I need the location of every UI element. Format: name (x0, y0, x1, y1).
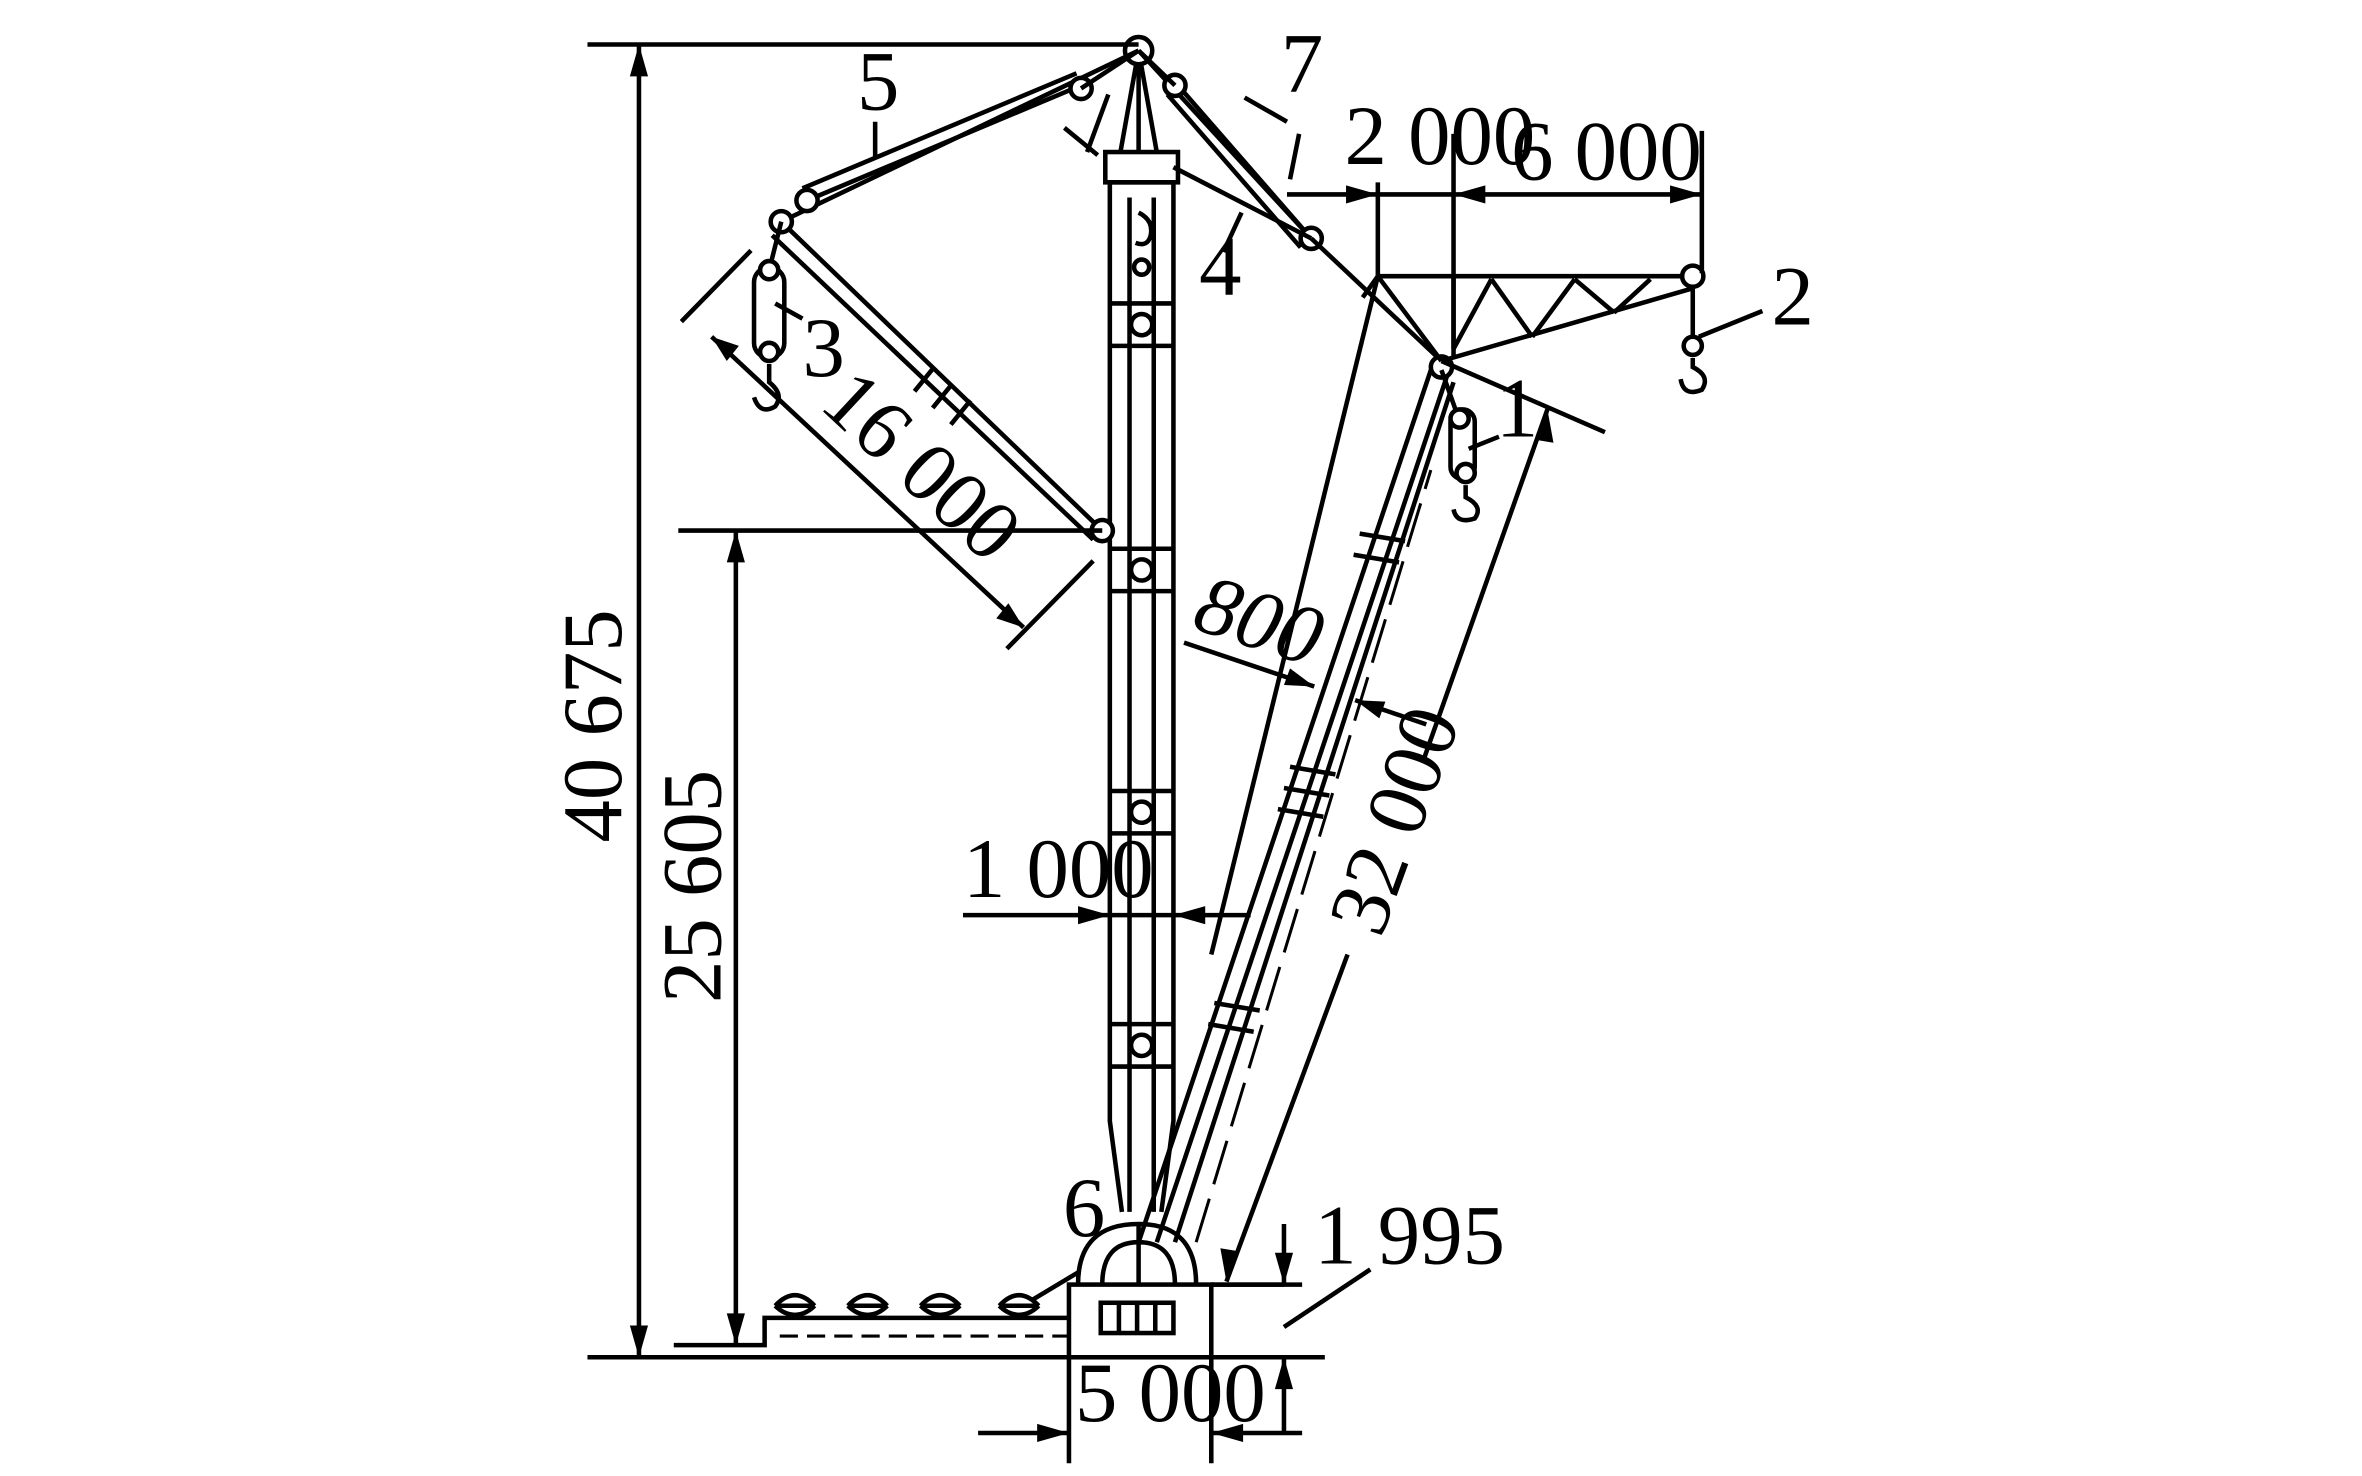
jib-arm (1360, 263, 1706, 435)
part-label-3: 3 (802, 301, 844, 395)
part-label-2: 2 (1772, 250, 1814, 344)
jib-hook (1678, 285, 1708, 395)
dim-pin-height-text: 25 605 (646, 770, 740, 1003)
dim-mast-width (962, 906, 1251, 925)
counterweight-rollers (773, 1292, 1041, 1318)
dim-total-height-text: 40 675 (546, 609, 640, 842)
mast-tower (1103, 50, 1181, 1213)
dim-base-width-text: 5 000 (1075, 1346, 1266, 1440)
dim-boom-length-text: 32 000 (1310, 695, 1478, 946)
back-hook-block (751, 221, 787, 412)
dim-back-arm (679, 248, 1095, 651)
dim-pin-height (678, 528, 1103, 1346)
dim-jib-length-text: 6 000 (1511, 104, 1702, 198)
dim-boom-width-text: 800 (1184, 556, 1334, 685)
dim-base-width (978, 1357, 1303, 1464)
part-label-7: 7 (1281, 16, 1323, 110)
part-label-6: 6 (1063, 1161, 1105, 1255)
back-arm (768, 208, 1116, 544)
main-boom (1136, 275, 1456, 1243)
dim-base-height (1211, 1224, 1372, 1432)
dim-jib-offset-text: 2 000 (1345, 89, 1536, 183)
slewing-base (1031, 1221, 1199, 1302)
dim-jib (1286, 130, 1705, 349)
back-stay-rod (780, 48, 1140, 224)
dim-boom-width (1183, 640, 1428, 727)
dim-total-height (587, 42, 1139, 1358)
part-label-5: 5 (857, 35, 899, 129)
dim-base-height-text: 1 995 (1314, 1188, 1505, 1282)
dimension-labels: 40 675 25 605 1 000 1 6 000 800 32 000 2 … (546, 89, 1702, 1440)
dim-boom-length (1220, 408, 1554, 1283)
part-labels: 1 2 3 4 5 6 7 (802, 16, 1813, 1255)
part-label-4: 4 (1199, 219, 1241, 313)
part-leaders (774, 121, 1764, 451)
part-label-1: 1 (1496, 362, 1538, 456)
dim-mast-width-text: 1 000 (963, 822, 1154, 916)
boom-cable (1172, 165, 1443, 363)
